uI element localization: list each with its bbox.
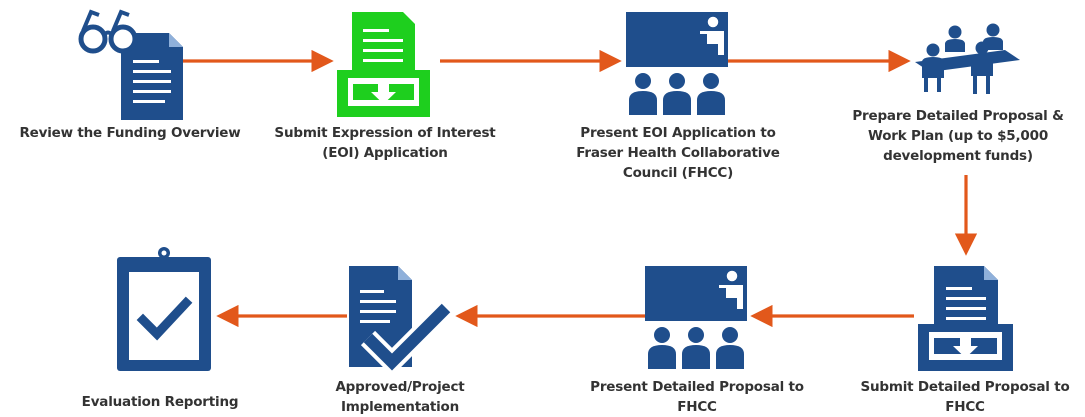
step-label-prepare: Prepare Detailed Proposal & Work Plan (u… <box>836 106 1080 166</box>
step-label-line: Work Plan (up to $5,000 <box>867 128 1049 144</box>
step-label-line: Approved/Project <box>335 379 465 395</box>
step-label-approved: Approved/Project Implementation <box>300 377 500 417</box>
step-label-submit-proposal: Submit Detailed Proposal to FHCC <box>845 377 1085 417</box>
presentation-icon <box>645 266 747 369</box>
step-label-line: FHCC <box>945 399 985 415</box>
step-label-line: Present EOI Application to <box>580 125 776 141</box>
document-inbox-icon <box>918 266 1013 371</box>
step-label-line: Council (FHCC) <box>622 165 734 181</box>
clipboard-check-icon <box>117 247 211 371</box>
document-check-icon <box>349 266 454 377</box>
step-label-present-eoi: Present EOI Application to Fraser Health… <box>550 123 806 183</box>
step-label-line: Submit Detailed Proposal to <box>860 379 1070 395</box>
step-label-line: development funds) <box>883 148 1033 164</box>
step-label-line: FHCC <box>677 399 717 415</box>
step-label-line: Present Detailed Proposal to <box>590 379 804 395</box>
step-label-line: Implementation <box>340 399 460 415</box>
step-label-line: Submit Expression of Interest <box>274 125 496 141</box>
step-label-evaluation: Evaluation Reporting <box>60 392 260 412</box>
step-label-review: Review the Funding Overview <box>0 123 260 143</box>
document-inbox-icon <box>337 12 430 117</box>
step-label-line: Evaluation Reporting <box>81 394 239 410</box>
step-label-line: Review the Funding Overview <box>19 125 241 141</box>
glasses-document-icon <box>78 9 183 120</box>
team-meeting-icon <box>915 23 1020 94</box>
step-label-line: Fraser Health Collaborative <box>576 145 780 161</box>
step-label-line: (EOI) Application <box>322 145 448 161</box>
presentation-icon <box>626 12 728 115</box>
step-label-eoi: Submit Expression of Interest (EOI) Appl… <box>258 123 512 163</box>
step-label-line: Prepare Detailed Proposal & <box>852 108 1064 124</box>
step-label-present-proposal: Present Detailed Proposal to FHCC <box>570 377 824 417</box>
